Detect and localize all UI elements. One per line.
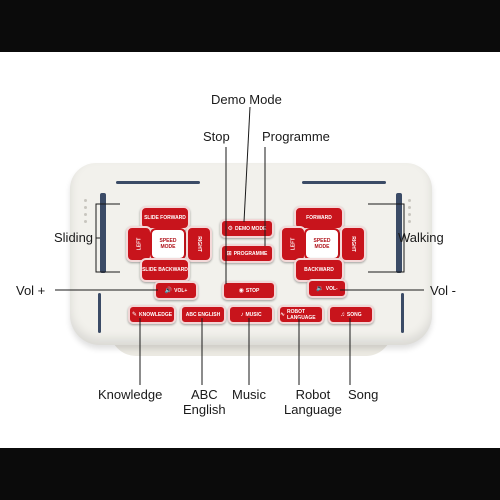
callout-vol-plus: Vol + [16, 283, 46, 298]
speaker-icon: 🔉 [316, 286, 324, 292]
speaker-grille-right [408, 199, 418, 223]
callout-song: Song [348, 387, 379, 402]
callout-stop: Stop [203, 129, 230, 144]
decor-stripe [401, 293, 404, 333]
speed-mode-left-button[interactable]: SPEED MODE [150, 228, 186, 260]
window-icon: ⊞ [226, 251, 232, 257]
stop-label: STOP [245, 287, 260, 294]
demo-mode-label: DEMO MODE [235, 225, 267, 232]
slide-forward-label: SLIDE FORWARD [144, 215, 186, 221]
walk-left-button[interactable]: LEFT [280, 226, 306, 262]
bottom-black-band [0, 448, 500, 500]
speed-mode-left-label: SPEED MODE [159, 238, 177, 250]
robot-language-button[interactable]: ∿ ROBOT LANGUAGE [278, 305, 324, 324]
decor-stripe [116, 181, 200, 184]
callout-vol-minus: Vol - [430, 283, 457, 298]
callout-programme: Programme [262, 129, 330, 144]
knowledge-button[interactable]: ✎ KNOWLEDGE [128, 305, 176, 324]
slide-right-button[interactable]: RIGHT [186, 226, 212, 262]
gear-icon: ⚙ [227, 226, 233, 232]
abc-english-label: ABC ENGLISH [185, 311, 221, 318]
speaker-grille-left [84, 199, 94, 223]
vol-plus-button[interactable]: 🔊 VOL+ [154, 281, 198, 300]
slide-left-label: LEFT [136, 237, 142, 251]
demo-mode-button[interactable]: ⚙ DEMO MODE [220, 219, 274, 238]
callout-robot-language: Robot Language [284, 387, 342, 417]
song-label: SONG [346, 311, 362, 318]
walk-right-label: RIGHT [350, 236, 356, 252]
forward-label: FORWARD [306, 215, 332, 221]
stop-button[interactable]: ◉ STOP [222, 281, 276, 300]
slide-backward-button[interactable]: SLIDE BACKWARD [140, 258, 190, 282]
slide-left-button[interactable]: LEFT [126, 226, 152, 262]
walk-right-button[interactable]: RIGHT [340, 226, 366, 262]
programme-label: PROGRAMME [233, 250, 268, 257]
backward-label: BACKWARD [304, 267, 334, 273]
waveform-icon: ∿ [280, 312, 286, 318]
callout-knowledge: Knowledge [98, 387, 163, 402]
vol-minus-button[interactable]: 🔉 VOL- [307, 279, 347, 298]
slide-backward-label: SLIDE BACKWARD [142, 267, 188, 273]
callout-abc-english: ABC English [183, 387, 226, 417]
callout-abc-english-line2: English [183, 402, 226, 417]
speed-mode-right-button[interactable]: SPEED MODE [304, 228, 340, 260]
decor-stripe [302, 181, 386, 184]
knowledge-icon: ✎ [131, 312, 137, 318]
music-note-icon: ♫ [340, 311, 345, 318]
decor-stripe [100, 193, 106, 273]
callout-robot-language-line1: Robot [295, 387, 331, 402]
abc-english-button[interactable]: ABC ENGLISH [180, 305, 226, 324]
music-label: MUSIC [245, 311, 262, 318]
music-button[interactable]: ♪ MUSIC [228, 305, 274, 324]
stop-icon: ◉ [238, 288, 244, 294]
callout-music: Music [232, 387, 266, 402]
callout-sliding: Sliding [54, 230, 94, 245]
robot-language-label: ROBOT LANGUAGE [287, 308, 316, 321]
decor-stripe [98, 293, 101, 333]
walk-left-label: LEFT [290, 237, 296, 251]
speaker-icon: 🔊 [164, 288, 173, 294]
callout-abc-english-line1: ABC [190, 387, 218, 402]
vol-minus-label: VOL- [325, 285, 338, 292]
slide-right-label: RIGHT [196, 236, 202, 252]
backward-button[interactable]: BACKWARD [294, 258, 344, 282]
music-note-icon: ♪ [240, 311, 244, 318]
callout-robot-language-line2: Language [284, 402, 342, 417]
top-black-band [0, 0, 500, 52]
knowledge-label: KNOWLEDGE [138, 311, 173, 318]
song-button[interactable]: ♫ SONG [328, 305, 374, 324]
speed-mode-right-label: SPEED MODE [313, 238, 331, 250]
vol-plus-label: VOL+ [174, 287, 188, 294]
callout-demo-mode: Demo Mode [211, 92, 282, 107]
callout-walking: Walking [398, 230, 444, 245]
programme-button[interactable]: ⊞ PROGRAMME [220, 244, 274, 263]
